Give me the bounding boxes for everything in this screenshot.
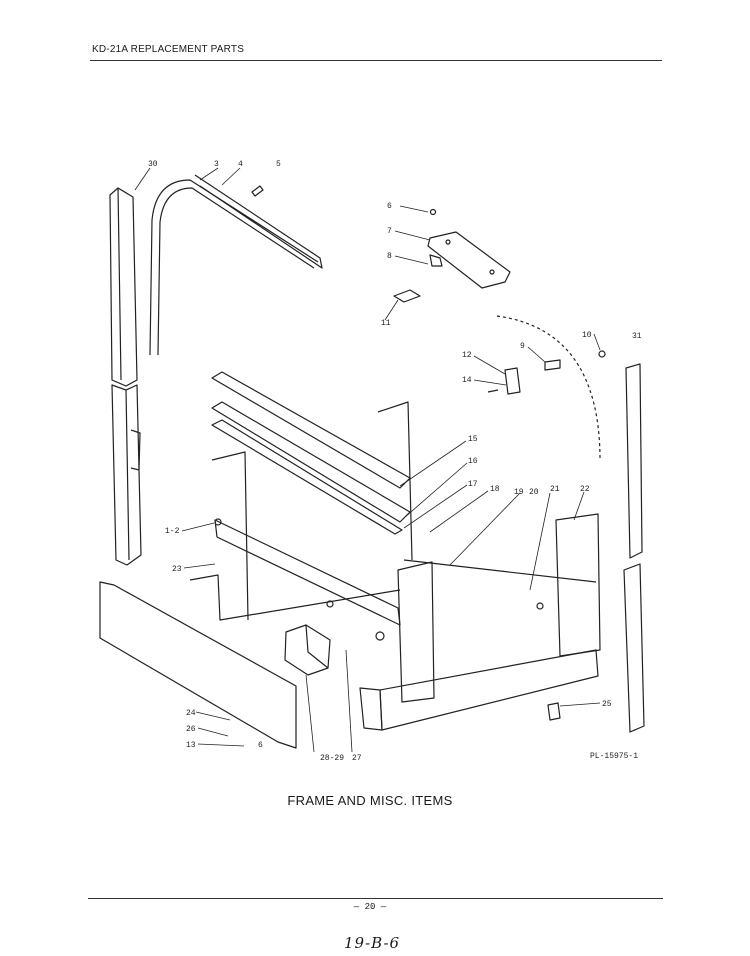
drawing-number: PL-15975-1 bbox=[590, 752, 638, 761]
callout-12: 12 bbox=[462, 351, 472, 360]
page-number: — 20 — bbox=[353, 902, 387, 912]
callout-6-top: 6 bbox=[387, 202, 392, 211]
main-frame bbox=[189, 401, 601, 731]
diagram-caption: FRAME AND MISC. ITEMS bbox=[287, 793, 453, 808]
callout-5: 5 bbox=[276, 160, 281, 169]
toe-kick-panel bbox=[99, 581, 297, 749]
callout-19: 19 bbox=[514, 488, 524, 497]
callout-25: 25 bbox=[602, 700, 612, 709]
callout-9: 9 bbox=[520, 342, 525, 351]
callout-11: 11 bbox=[381, 319, 391, 328]
callout-21: 21 bbox=[550, 485, 560, 494]
screw-5 bbox=[251, 185, 264, 197]
hinge-assembly bbox=[487, 315, 606, 461]
handwritten-note: 19-B-6 bbox=[344, 934, 401, 952]
header-rule bbox=[90, 60, 662, 61]
callout-27: 27 bbox=[352, 754, 362, 763]
callout-24: 24 bbox=[186, 709, 196, 718]
callout-26: 26 bbox=[186, 725, 196, 734]
footer-rule bbox=[88, 898, 663, 899]
top-bracket bbox=[427, 208, 511, 289]
callout-labels: 30 3 4 5 6 7 8 11 10 31 9 12 14 15 16 17… bbox=[148, 160, 642, 763]
junction-box bbox=[284, 624, 331, 676]
callout-28-29: 28-29 bbox=[320, 754, 344, 763]
callout-16: 16 bbox=[468, 457, 478, 466]
callout-7: 7 bbox=[387, 227, 392, 236]
callout-22: 22 bbox=[580, 485, 590, 494]
leveling-leg bbox=[547, 702, 561, 721]
callout-6-bottom: 6 bbox=[258, 741, 263, 750]
callout-13: 13 bbox=[186, 741, 196, 750]
right-side-rail bbox=[623, 363, 645, 733]
door-gasket-tube bbox=[149, 174, 323, 356]
header-title: KD-21A REPLACEMENT PARTS bbox=[92, 44, 245, 55]
callout-30: 30 bbox=[148, 160, 158, 169]
leader-lines bbox=[134, 167, 601, 753]
clip-11 bbox=[393, 289, 421, 303]
callout-23: 23 bbox=[172, 565, 182, 574]
callout-18: 18 bbox=[490, 485, 500, 494]
callout-17: 17 bbox=[468, 480, 478, 489]
callout-8: 8 bbox=[387, 252, 392, 261]
callout-4: 4 bbox=[238, 160, 243, 169]
callout-31: 31 bbox=[632, 332, 642, 341]
callout-14: 14 bbox=[462, 376, 472, 385]
callout-3: 3 bbox=[214, 160, 219, 169]
callout-1-2: 1-2 bbox=[165, 527, 180, 536]
callout-20: 20 bbox=[529, 488, 539, 497]
callout-10: 10 bbox=[582, 331, 592, 340]
callout-15: 15 bbox=[468, 435, 478, 444]
left-side-rail bbox=[109, 187, 142, 566]
